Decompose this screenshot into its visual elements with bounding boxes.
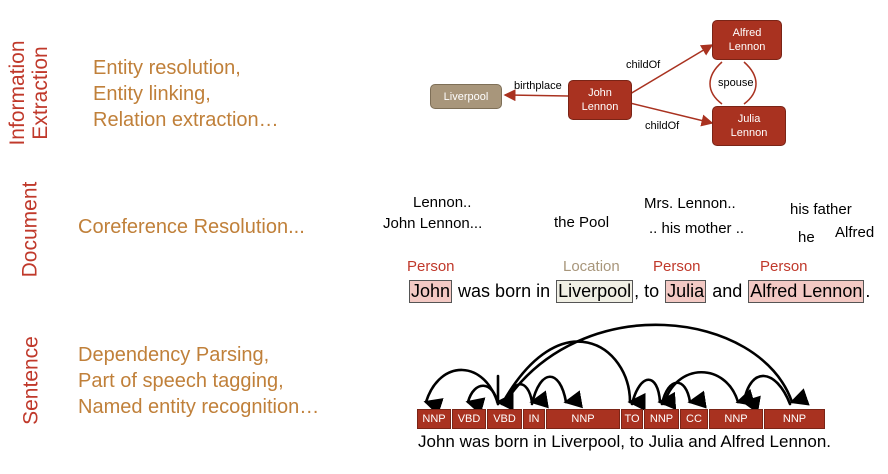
mention-he: he [798, 229, 815, 246]
pos-tag-born: VBD [487, 409, 522, 429]
pos-tag-julia: NNP [644, 409, 679, 429]
pos-tag-liverpool: NNP [546, 409, 620, 429]
edge-label-childof-alfred: childOf [626, 59, 661, 71]
ie-task-2: Entity linking, [93, 83, 211, 105]
ie-task-3: Relation extraction… [93, 109, 279, 131]
edge-childof-alfred [629, 44, 714, 95]
dep-arc-julia-nnp [662, 370, 756, 407]
document-task-list: Coreference Resolution... [78, 214, 305, 240]
document-task-1: Coreference Resolution... [78, 216, 305, 238]
edge-spouse [709, 61, 723, 105]
pos-tag-john: NNP [417, 409, 451, 429]
sentence-task-3: Named entity recognition… [78, 396, 320, 418]
ner-span-john: John [409, 280, 453, 303]
pos-tag-was: VBD [452, 409, 486, 429]
edge-label-childof-julia: childOf [645, 120, 680, 132]
edge-label-spouse: spouse [718, 77, 754, 89]
ie-task-1: Entity resolution, [93, 57, 241, 79]
ner-span-liverpool: Liverpool [556, 280, 634, 303]
node-john-lennon: John Lennon [568, 80, 632, 120]
dep-arc-born-lennon [502, 323, 810, 406]
ner-text-1: was born in [453, 281, 556, 301]
ner-span-julia: Julia [665, 280, 707, 303]
dep-arc-in-liverpool [530, 375, 583, 409]
ner-span-alfred: Alfred Lennon [748, 280, 865, 303]
mention-the-pool: the Pool [554, 214, 610, 231]
edge-childof-julia [629, 102, 714, 127]
mention-his-mother: .. his mother .. [649, 220, 745, 237]
ner-type-person-alfred: Person [760, 258, 808, 275]
dep-arc-born-to [500, 340, 646, 412]
dep-arc-to-julia [630, 378, 677, 411]
dependency-sentence: John was born in Liverpool, to Julia and… [418, 432, 831, 451]
mention-mrs-lennon: Mrs. Lennon.. [644, 195, 736, 212]
edge-label-birthplace: birthplace [514, 80, 562, 92]
mention-lennon: Lennon.. [413, 194, 472, 211]
ner-sentence: John was born in Liverpool, to Julia and… [408, 280, 870, 303]
pos-tag-and: CC [680, 409, 708, 429]
ner-text-3: and [707, 281, 748, 301]
mention-his-father: his father [790, 201, 852, 218]
mention-alfred: Alfred [835, 224, 875, 241]
pos-tag-alfred: NNP [709, 409, 763, 429]
edge-birthplace [503, 89, 569, 102]
node-julia-lennon: Julia Lennon [712, 106, 786, 146]
pos-tag-in: IN [523, 409, 545, 429]
sentence-task-1: Dependency Parsing, [78, 344, 270, 366]
ner-type-person-john: Person [407, 258, 455, 275]
sentence-task-list: Dependency Parsing, Part of speech taggi… [78, 342, 319, 420]
ner-type-person-julia: Person [653, 258, 701, 275]
pos-tag-lennon: NNP [764, 409, 825, 429]
dep-arc-lennon-alfred [741, 374, 792, 414]
pos-tag-to: TO [621, 409, 643, 429]
node-alfred-lennon: Alfred Lennon [712, 20, 782, 60]
sentence-task-2: Part of speech tagging, [78, 370, 284, 392]
dep-arc-born-was [465, 384, 500, 415]
ner-text-2: , to [634, 281, 665, 301]
node-liverpool: Liverpool [430, 84, 502, 109]
ner-text-4: . [865, 281, 871, 301]
mention-john-lennon: John Lennon... [383, 215, 483, 232]
ie-task-list: Entity resolution, Entity linking, Relat… [93, 55, 279, 133]
ner-type-location-liverpool: Location [563, 258, 620, 275]
